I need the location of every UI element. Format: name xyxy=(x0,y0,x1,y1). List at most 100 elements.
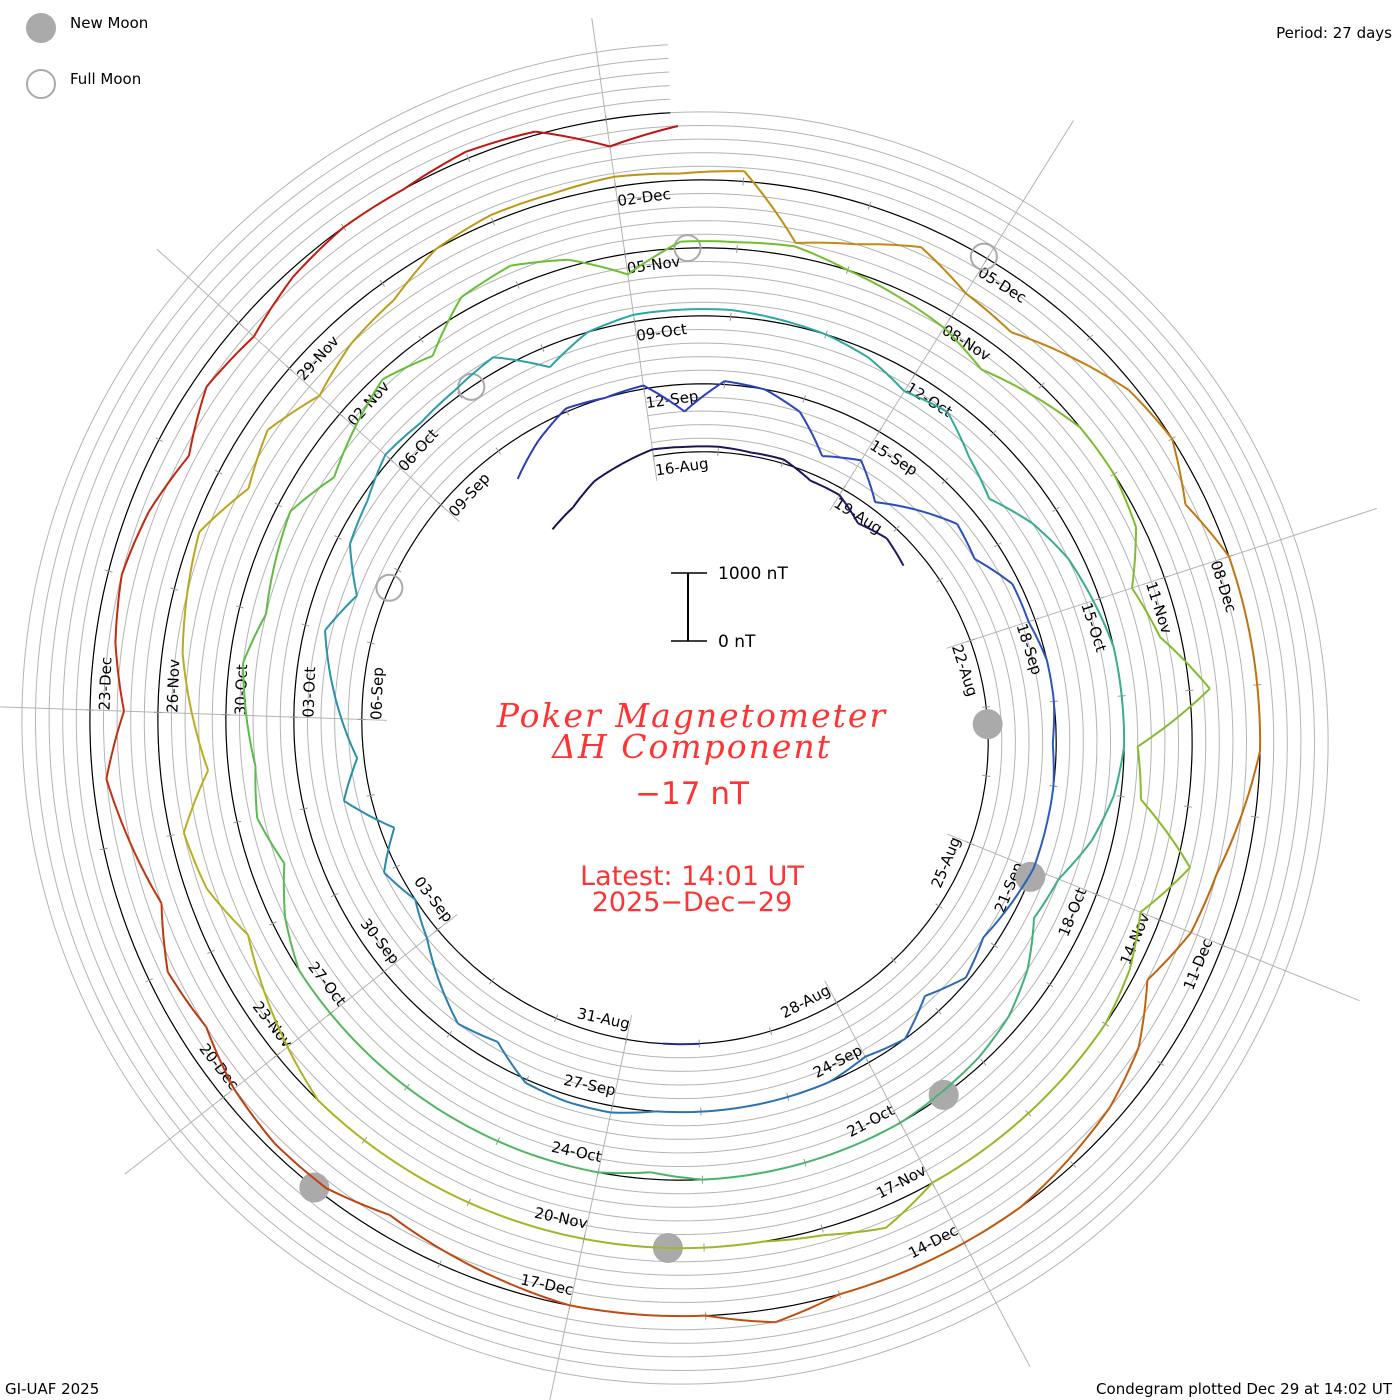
trace-segment xyxy=(242,662,248,716)
date-label: 06-Oct xyxy=(394,425,441,475)
trace-segment xyxy=(946,411,971,458)
trace-segment xyxy=(656,1110,701,1114)
day-tick xyxy=(299,807,308,811)
day-tick xyxy=(990,430,997,437)
trace-segment xyxy=(1245,619,1259,686)
trace-segment xyxy=(1079,426,1115,475)
day-tick xyxy=(820,1224,824,1233)
trace-segment xyxy=(1044,785,1055,829)
trace-segment xyxy=(525,1081,568,1103)
trace-segment xyxy=(187,386,208,457)
trace-segment xyxy=(853,1121,901,1147)
trace-segment xyxy=(182,770,210,834)
trace-segment xyxy=(510,258,569,267)
trace-segment xyxy=(751,451,784,461)
day-tick xyxy=(1086,334,1094,341)
trace-segment xyxy=(587,313,634,334)
date-label: 09-Oct xyxy=(635,320,688,345)
trace-segment xyxy=(783,458,812,482)
trace-segment xyxy=(974,558,1013,585)
trace-segment xyxy=(289,476,335,513)
plotted-timestamp: Condegram plotted Dec 29 at 14:02 UT xyxy=(1096,1380,1393,1398)
day-tick xyxy=(984,254,990,263)
radial-spoke xyxy=(124,913,458,1175)
day-tick xyxy=(1092,892,1101,897)
day-tick xyxy=(867,201,872,210)
trace-segment xyxy=(1092,600,1115,647)
new-moon-legend-label: New Moon xyxy=(70,14,148,32)
trace-segment xyxy=(490,193,552,217)
day-tick xyxy=(1185,689,1194,692)
trace-segment xyxy=(1127,389,1173,440)
new-moon-marker xyxy=(1015,861,1046,892)
day-tick xyxy=(1030,617,1039,622)
trace-segment xyxy=(897,295,945,329)
period-label: Period: 27 days xyxy=(1276,24,1392,42)
day-tick xyxy=(285,365,293,372)
trace-segment xyxy=(263,991,289,1048)
trace-segment xyxy=(450,1116,499,1143)
trace-segment xyxy=(340,718,359,759)
trace-segment xyxy=(885,1182,933,1229)
date-label: 03-Sep xyxy=(410,873,457,926)
trace-segment xyxy=(915,508,958,525)
trace-segment xyxy=(637,1313,706,1318)
day-tick xyxy=(780,459,785,468)
trace-segment xyxy=(1228,556,1248,621)
trace-segment xyxy=(860,460,877,503)
day-tick xyxy=(170,587,179,591)
day-tick xyxy=(330,893,339,898)
day-tick xyxy=(1116,795,1125,798)
trace-segment xyxy=(680,240,738,244)
trace-segment xyxy=(678,170,745,175)
trace-segment xyxy=(286,1046,320,1102)
trace-segment xyxy=(455,356,494,391)
trace-segment xyxy=(1032,827,1047,870)
trace-segment xyxy=(963,1205,1022,1244)
trace-segment xyxy=(965,937,985,979)
trace-segment xyxy=(534,130,611,148)
trace-segment xyxy=(256,817,286,864)
trace-segment xyxy=(274,1142,327,1189)
day-tick xyxy=(366,641,375,645)
day-tick xyxy=(625,1035,628,1044)
trace-segment xyxy=(363,1139,416,1176)
trace-segment xyxy=(621,448,653,465)
radial-spoke xyxy=(0,706,387,721)
day-tick xyxy=(966,841,975,846)
date-label: 23-Nov xyxy=(249,998,296,1052)
day-tick xyxy=(994,542,1002,548)
credit-label: GI-UAF 2025 xyxy=(5,1380,99,1398)
day-tick xyxy=(235,319,243,326)
date-label: 19-Aug xyxy=(831,494,886,538)
trace-segment xyxy=(551,175,615,196)
date-label: 23-Dec xyxy=(96,657,116,711)
trace-segment xyxy=(1137,687,1211,748)
trace-segment xyxy=(516,440,539,480)
new-moon-marker xyxy=(928,1079,959,1110)
trace-segment xyxy=(825,333,870,359)
day-tick xyxy=(491,217,495,226)
trace-segment xyxy=(265,562,276,615)
trace-segment xyxy=(1020,1158,1070,1208)
trace-segment xyxy=(566,1100,612,1114)
trace-segment xyxy=(198,487,250,533)
trace-segment xyxy=(114,574,123,644)
trace-segment xyxy=(744,1095,789,1108)
trace-segment xyxy=(205,1026,235,1090)
trace-segment xyxy=(903,1242,965,1274)
day-tick xyxy=(1095,596,1104,601)
trace-segment xyxy=(190,713,210,771)
trace-segment xyxy=(425,937,441,982)
date-label: 22-Aug xyxy=(948,642,982,698)
day-tick xyxy=(553,1014,559,1023)
trace-segment xyxy=(652,445,686,451)
date-label: 20-Dec xyxy=(195,1040,242,1093)
trace-segment xyxy=(245,715,257,767)
day-tick xyxy=(866,1058,871,1067)
day-tick xyxy=(1046,981,1054,988)
trace-segment xyxy=(537,407,567,442)
magnetometer-trace xyxy=(105,125,1262,1324)
grid-spiral xyxy=(62,85,1288,1344)
